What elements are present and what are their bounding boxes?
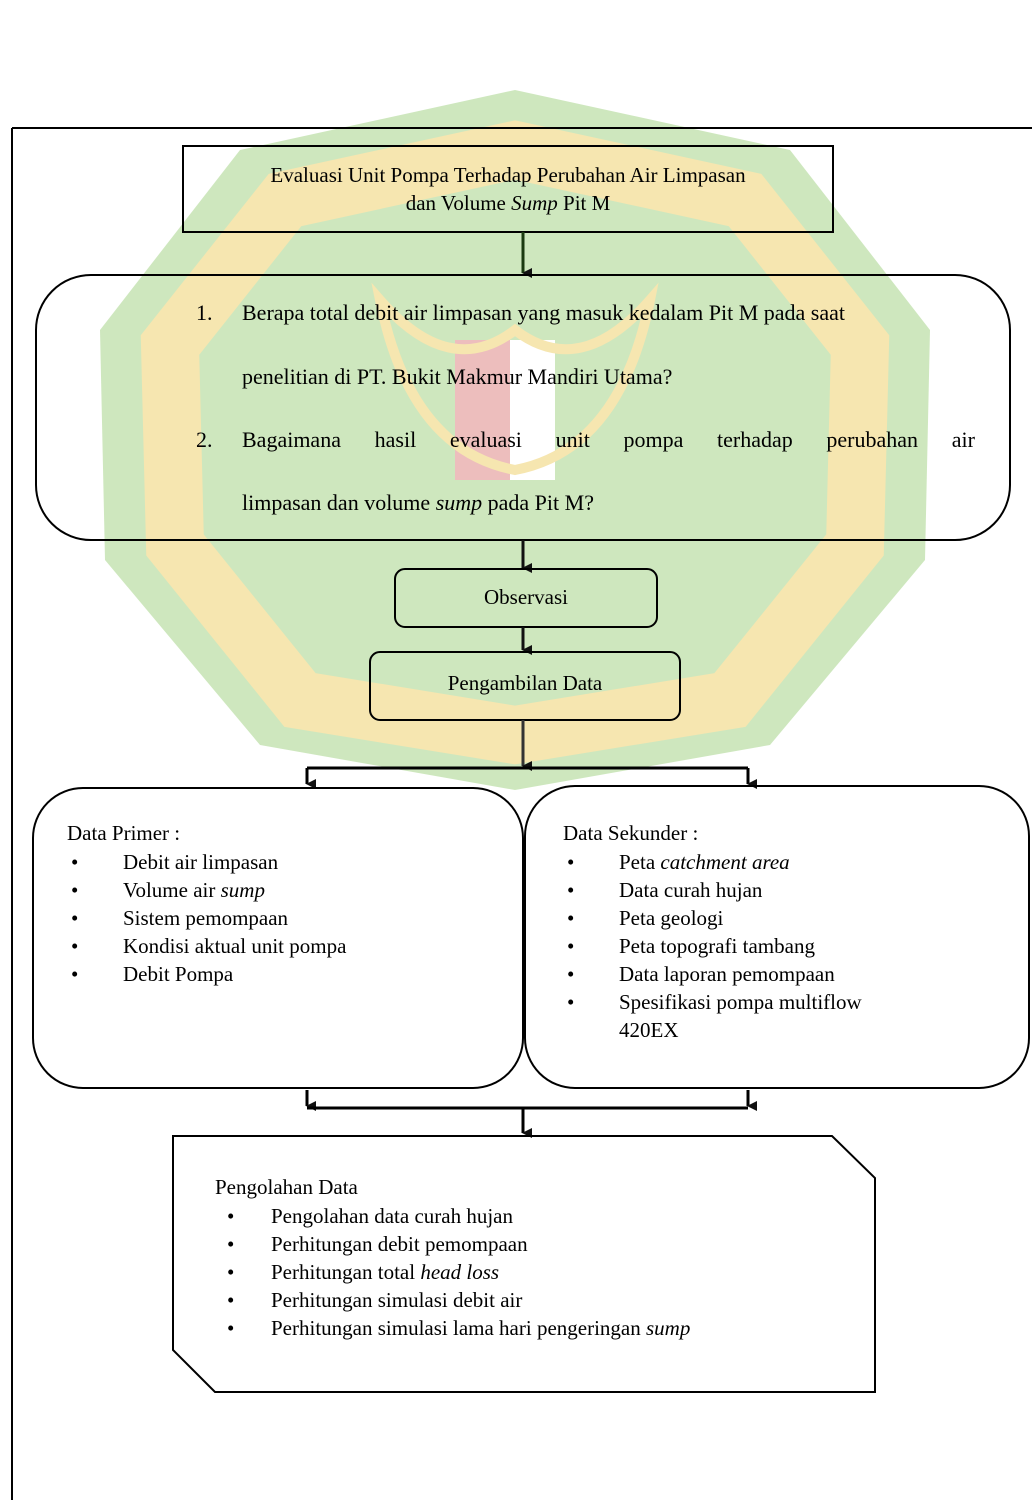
question-1-line1: Berapa total debit air limpasan yang mas… xyxy=(242,300,845,325)
bullet-icon: • xyxy=(227,1232,235,1256)
item-text: Peta topografi tambang xyxy=(619,934,815,958)
bullet-icon: • xyxy=(227,1316,235,1340)
list-item: • Debit air limpasan xyxy=(67,848,507,876)
title-line2: dan Volume Sump Pit M xyxy=(406,189,611,217)
list-item: • Data laporan pemompaan xyxy=(563,960,1003,988)
bullet-icon: • xyxy=(71,906,79,930)
item-text: Volume air xyxy=(123,878,221,902)
item-text: Data laporan pemompaan xyxy=(619,962,835,986)
item-text: Peta xyxy=(619,850,661,874)
bullet-icon: • xyxy=(567,906,575,930)
list-item: • Volume air sump xyxy=(67,876,507,904)
bullet-icon: • xyxy=(227,1288,235,1312)
q2-word: air xyxy=(951,427,975,452)
primer-box-border xyxy=(32,787,524,1089)
observasi-label: Observasi xyxy=(484,585,568,609)
item-text: Perhitungan simulasi lama hari pengering… xyxy=(271,1316,646,1340)
list-item: • Sistem pemompaan xyxy=(67,904,507,932)
list-item: • Debit Pompa xyxy=(67,960,507,988)
title-line1: Evaluasi Unit Pompa Terhadap Perubahan A… xyxy=(270,163,746,187)
title-line2-prefix: dan Volume xyxy=(405,191,512,215)
item-italic: sump xyxy=(220,878,265,902)
item-text: Perhitungan debit pemompaan xyxy=(271,1232,528,1256)
bullet-icon: • xyxy=(71,878,79,902)
sekunder-list: Data Sekunder : • Peta catchment area • Da… xyxy=(563,818,1003,1044)
list-item: • Kondisi aktual unit pompa xyxy=(67,932,507,960)
q2-word: evaluasi xyxy=(449,427,522,452)
item-text: Spesifikasi pompa multiflow xyxy=(619,990,862,1014)
pengolahan-box-border xyxy=(172,1135,876,1393)
item-text: Perhitungan total xyxy=(271,1260,421,1284)
question-1-number: 1. xyxy=(196,300,213,325)
q2-word: pompa xyxy=(623,427,684,452)
list-item: • Spesifikasi pompa multiflow 420EX xyxy=(563,988,1003,1044)
bullet-icon: • xyxy=(71,934,79,958)
question-2-line2: limpasan dan volume sump pada Pit M? xyxy=(242,490,594,516)
bullet-icon: • xyxy=(71,850,79,874)
pengambilan-box-border xyxy=(369,651,681,721)
title-box: Evaluasi Unit Pompa Terhadap Perubahan A… xyxy=(183,146,833,232)
item-text-2: 420EX xyxy=(619,1018,679,1042)
pengambilan-label: Pengambilan Data xyxy=(447,671,603,695)
item-text: Perhitungan simulasi debit air xyxy=(271,1288,523,1312)
list-item: • Data curah hujan xyxy=(563,876,1003,904)
list-item: • Perhitungan total head loss xyxy=(215,1258,855,1286)
q2-word: hasil xyxy=(374,427,417,452)
title-line2-italic: Sump xyxy=(511,191,558,215)
pengolahan-list: Pengolahan Data • Pengolahan data curah h… xyxy=(215,1172,855,1342)
q2-word: perubahan xyxy=(826,427,919,452)
bullet-icon: • xyxy=(567,850,575,874)
item-text: Debit air limpasan xyxy=(123,850,279,874)
q2-word: unit xyxy=(555,427,590,452)
q2-word: Bagaimana xyxy=(242,427,341,452)
item-text: Sistem pemompaan xyxy=(123,906,289,930)
q2-line2-prefix: limpasan dan volume xyxy=(242,490,436,515)
q2-line2-italic: sump xyxy=(435,490,483,515)
q2-line2-suffix: pada Pit M? xyxy=(482,490,594,515)
bullet-icon: • xyxy=(227,1204,235,1228)
item-italic: sump xyxy=(646,1316,691,1340)
bullet-icon: • xyxy=(227,1260,235,1284)
item-text: Debit Pompa xyxy=(123,962,234,986)
pengolahan-heading: Pengolahan Data xyxy=(215,1175,358,1199)
sekunder-heading: Data Sekunder : xyxy=(563,821,699,845)
q2-word: terhadap xyxy=(717,427,793,452)
list-item: • Peta geologi xyxy=(563,904,1003,932)
list-item: • Pengolahan data curah hujan xyxy=(215,1202,855,1230)
observasi-box-border xyxy=(394,568,658,628)
list-item: • Perhitungan simulasi lama hari pengerin… xyxy=(215,1314,855,1342)
question-1-line2: penelitian di PT. Bukit Makmur Mandiri U… xyxy=(242,364,673,389)
item-italic: catchment area xyxy=(660,850,790,874)
watermark-inner-ring xyxy=(140,120,890,765)
question-2-number: 2. xyxy=(196,427,213,452)
bullet-icon: • xyxy=(567,990,575,1014)
title-line2-suffix: Pit M xyxy=(557,191,611,215)
primer-heading: Data Primer : xyxy=(67,821,181,845)
item-text: Kondisi aktual unit pompa xyxy=(123,934,347,958)
bullet-icon: • xyxy=(567,962,575,986)
list-item: • Perhitungan debit pemompaan xyxy=(215,1230,855,1258)
primer-list: Data Primer : • Debit air limpasan • Volum… xyxy=(67,818,507,988)
list-item: • Peta catchment area xyxy=(563,848,1003,876)
bullet-icon: • xyxy=(567,878,575,902)
item-text: Data curah hujan xyxy=(619,878,763,902)
question-2-line1: Bagaimana hasil evaluasi unit pompa terh… xyxy=(242,427,975,453)
watermark-eagle xyxy=(371,282,659,476)
list-item: • Perhitungan simulasi debit air xyxy=(215,1286,855,1314)
bullet-icon: • xyxy=(71,962,79,986)
item-text: Pengolahan data curah hujan xyxy=(271,1204,513,1228)
list-item: • Peta topografi tambang xyxy=(563,932,1003,960)
bullet-icon: • xyxy=(567,934,575,958)
item-text: Peta geologi xyxy=(619,906,724,930)
title-box-border xyxy=(182,145,834,233)
sekunder-box-border xyxy=(524,785,1030,1089)
item-italic: head loss xyxy=(420,1260,500,1284)
